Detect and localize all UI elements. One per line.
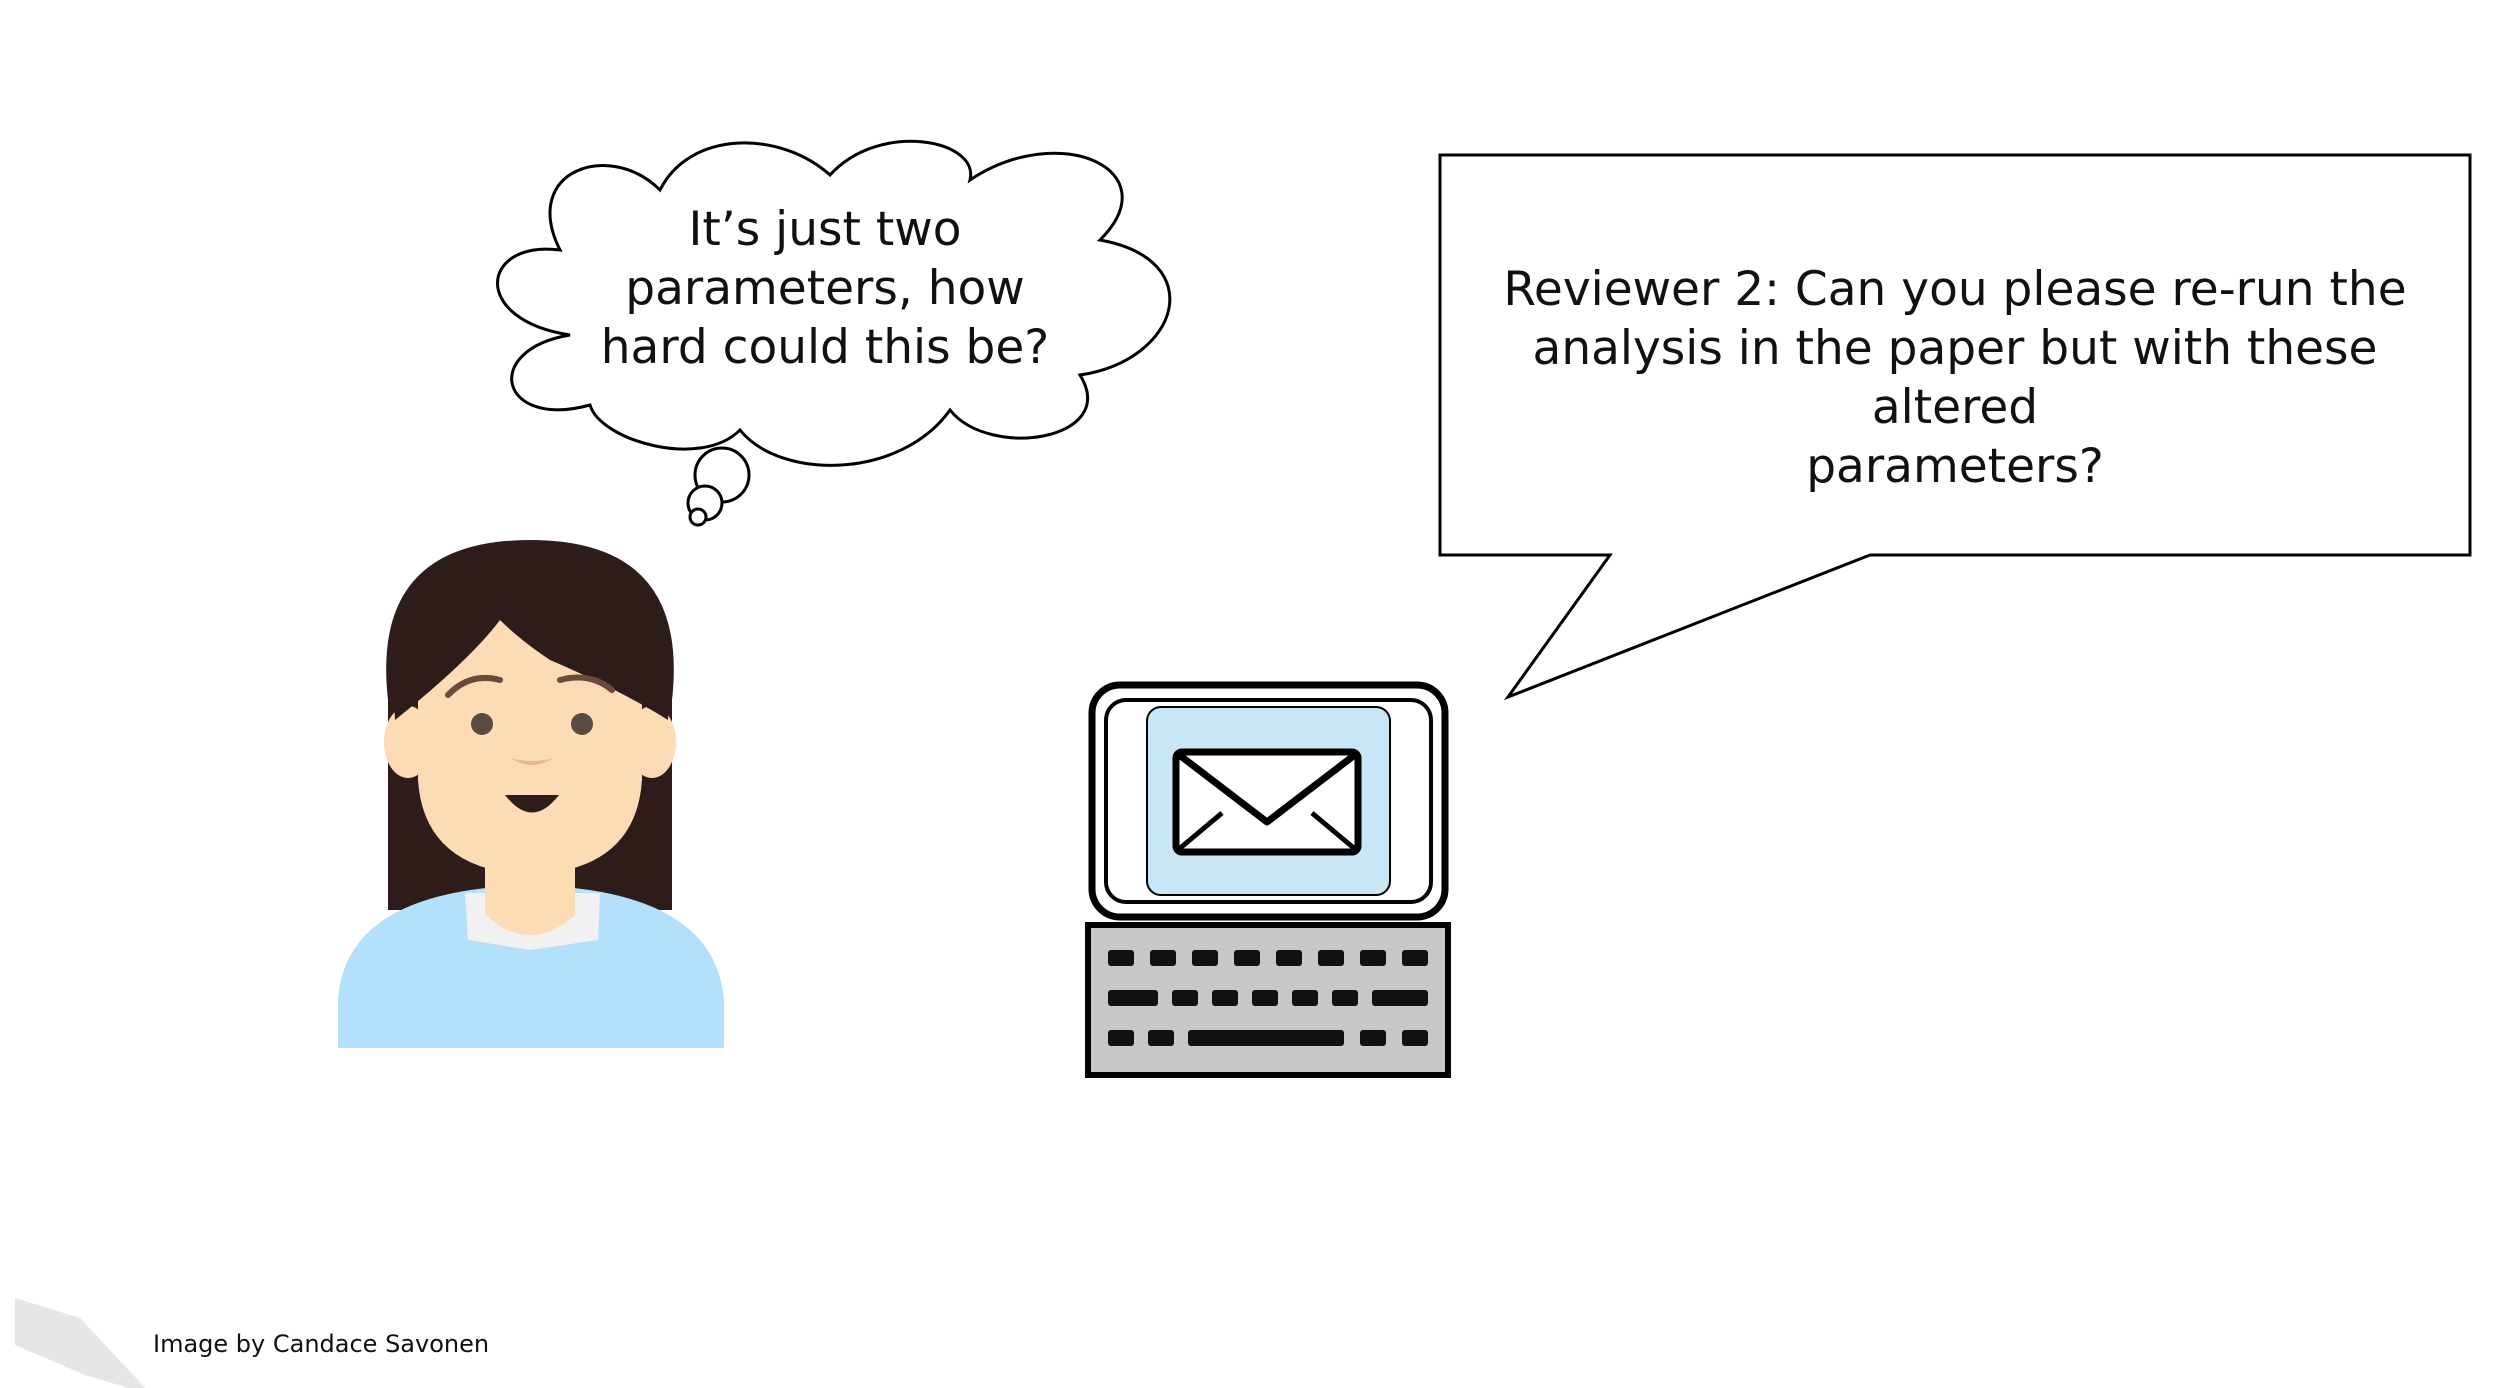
keyboard-icon xyxy=(1085,922,1451,1078)
thought-line: It’s just two xyxy=(688,202,962,257)
thought-line: hard could this be? xyxy=(600,320,1050,375)
woman-avatar-icon xyxy=(338,540,724,1048)
thought-bubble-text: It’s just two parameters, how hard could… xyxy=(575,200,1075,377)
thought-line: parameters, how xyxy=(625,261,1025,316)
corner-logo-icon xyxy=(15,1298,146,1388)
speech-bubble xyxy=(1438,153,2472,701)
speech-line: parameters? xyxy=(1806,439,2104,494)
thought-bubble xyxy=(496,139,1172,527)
speech-line: Reviewer 2: Can you please re-run the xyxy=(1503,262,2407,317)
speech-bubble-text: Reviewer 2: Can you please re-run the an… xyxy=(1455,260,2455,496)
speech-line: analysis in the paper but with these alt… xyxy=(1532,321,2378,435)
image-credit: Image by Candace Savonen xyxy=(153,1330,490,1358)
envelope-icon xyxy=(1172,748,1362,856)
computer-with-mail-icon xyxy=(1085,681,1451,1078)
